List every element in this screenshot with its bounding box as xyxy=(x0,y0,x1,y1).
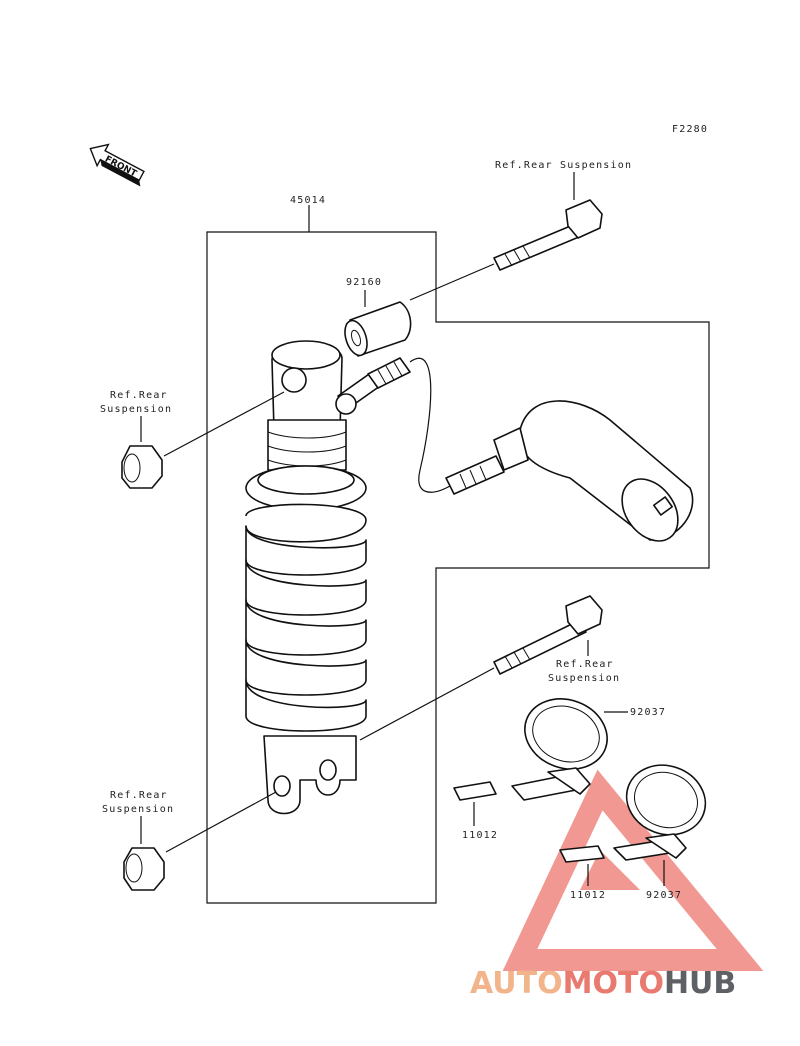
ref-mid-l2: Suspension xyxy=(548,673,620,684)
lower-bolt: Ref.Rear Suspension xyxy=(359,595,620,741)
part-92160-label: 92160 xyxy=(346,277,382,288)
part-11012-right-label: 11012 xyxy=(570,890,606,901)
upper-nut: Ref.Rear Suspension xyxy=(100,390,285,489)
band-clamp-upper: 92037 xyxy=(511,698,666,801)
diagram-code: F2280 xyxy=(672,124,708,135)
remote-reservoir xyxy=(445,400,694,542)
ref-nut-upper-l2: Suspension xyxy=(100,404,172,415)
bushing-92160: 92160 xyxy=(344,277,412,357)
watermark-hub: HUB xyxy=(664,966,736,1001)
ref-nut-lower-l1: Ref.Rear xyxy=(110,790,168,801)
part-45014-label: 45014 xyxy=(290,195,326,206)
watermark-logo xyxy=(502,769,764,971)
part-11012-left-label: 11012 xyxy=(462,830,498,841)
ref-nut-upper-l1: Ref.Rear xyxy=(110,390,168,401)
band-clamp-lower: 92037 xyxy=(613,764,707,901)
part-92037-lower-label: 92037 xyxy=(646,890,682,901)
watermark-moto: MOTO xyxy=(563,966,664,1001)
watermark-text: AUTOMOTOHUB xyxy=(470,966,736,1001)
part-92037-upper-label: 92037 xyxy=(630,707,666,718)
plate-11012-left: 11012 xyxy=(453,781,498,841)
plate-11012-right: 11012 xyxy=(559,845,606,901)
ref-nut-lower-l2: Suspension xyxy=(102,804,174,815)
assembly-boundary xyxy=(206,231,710,904)
svg-text:AUTOMOTOHUB: AUTOMOTOHUB xyxy=(470,966,736,1001)
front-arrow-icon: FRONT xyxy=(89,143,145,187)
shock-absorber xyxy=(245,340,451,815)
ref-rear-suspension-top: Ref.Rear Suspension xyxy=(495,160,632,171)
watermark-auto: AUTO xyxy=(470,966,563,1001)
lower-nut: Ref.Rear Suspension xyxy=(102,790,277,891)
upper-bolt: Ref.Rear Suspension xyxy=(409,160,632,301)
ref-mid-l1: Ref.Rear xyxy=(556,659,614,670)
